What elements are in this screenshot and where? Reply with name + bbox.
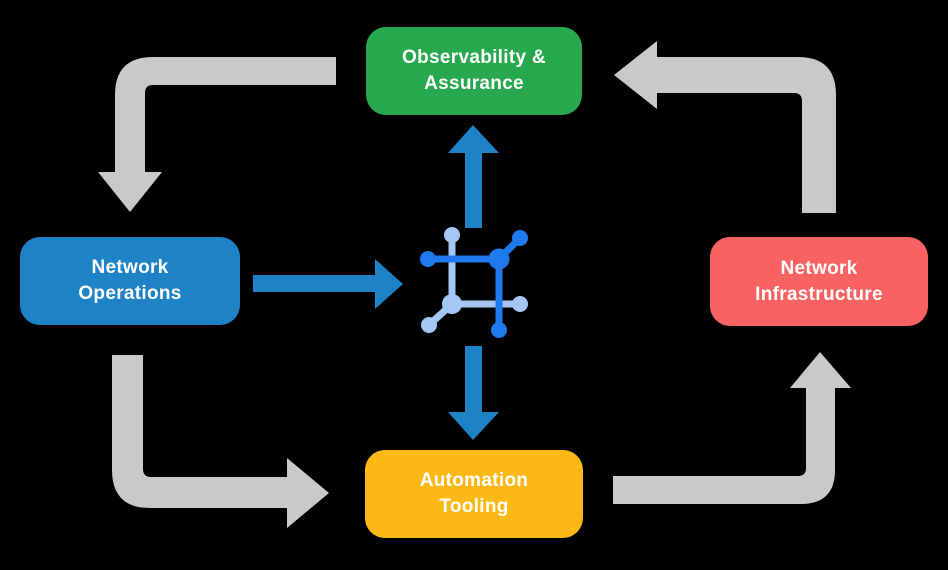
cycle-arrow-operations-to-automation [112,355,329,528]
network-automation-icon [420,227,528,338]
node-label-line: Operations [78,283,182,304]
node-label-line: Automation [419,470,529,491]
node-network-operations: Network Operations [20,237,240,325]
node-label-line: Assurance [424,73,524,94]
flow-arrow-operations-to-hub [253,259,403,309]
hub-icon-light-dots [421,227,528,333]
flow-arrow-hub-to-observability [448,125,499,228]
node-automation-tooling: Automation Tooling [365,450,583,538]
flow-arrow-hub-to-automation [448,346,499,440]
hub-icon-dark-dots [420,230,528,338]
node-observability-assurance: Observability & Assurance [366,27,582,115]
cycle-arrow-observability-to-operations [98,57,336,212]
node-label-line: Infrastructure [755,283,883,305]
cycle-arrow-infrastructure-to-observability [614,41,836,213]
node-label-line: Network [91,257,169,278]
node-network-infrastructure: Network Infrastructure [710,237,928,326]
node-label-line: Observability & [402,47,546,68]
node-label-line: Tooling [439,496,509,517]
node-label-line: Network [780,257,858,279]
cycle-arrow-automation-to-infrastructure [613,352,851,504]
